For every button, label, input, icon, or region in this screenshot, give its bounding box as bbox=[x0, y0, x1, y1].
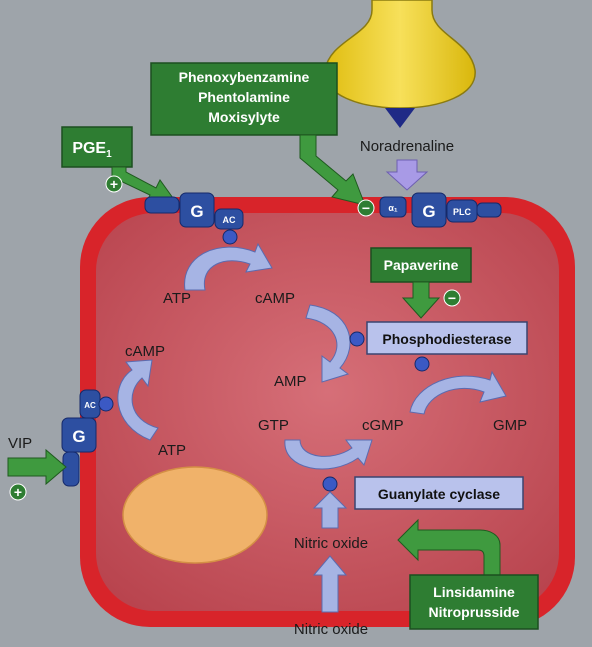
noradrenaline-arrow-icon bbox=[385, 159, 429, 191]
no-donor-box bbox=[409, 574, 539, 630]
camp-label-left: cAMP bbox=[125, 343, 165, 360]
drug-nitroprusside: Nitroprusside bbox=[428, 604, 519, 620]
cgmp-label: cGMP bbox=[362, 417, 404, 434]
no-to-gc-arrow-icon bbox=[312, 491, 348, 529]
adenylate-cyclase-top bbox=[214, 208, 244, 230]
alpha-blocker-box bbox=[150, 62, 338, 136]
papaverine-label: Papaverine bbox=[384, 257, 459, 273]
papaverine-arrow-icon bbox=[401, 281, 441, 319]
svg-text:+: + bbox=[14, 484, 22, 500]
nerve-terminal bbox=[324, 0, 476, 109]
release-arrow-icon bbox=[385, 108, 415, 128]
phosphodiesterase-label: Phosphodiesterase bbox=[382, 331, 511, 347]
plus-sign-vip-icon bbox=[9, 483, 27, 501]
atp-to-camp-arrow-icon bbox=[184, 242, 273, 291]
camp-label-top: cAMP bbox=[255, 290, 295, 307]
papaverine-box bbox=[370, 247, 472, 283]
membrane-anchor bbox=[476, 202, 502, 218]
g-protein-vip bbox=[61, 417, 97, 453]
svg-text:PLC: PLC bbox=[453, 207, 472, 217]
ac-catalytic-dot bbox=[222, 229, 238, 245]
pde-dot-2 bbox=[414, 356, 430, 372]
cgmp-to-gmp-arrow-icon bbox=[409, 370, 507, 415]
pge1-box bbox=[61, 126, 133, 168]
camp-to-amp-arrow-icon bbox=[305, 304, 351, 383]
drug-phenoxybenzamine: Phenoxybenzamine bbox=[179, 69, 310, 85]
alpha-blocker-arrow-icon bbox=[299, 134, 366, 206]
vip-label: VIP bbox=[8, 435, 32, 452]
no-donor-arrow-icon bbox=[397, 518, 501, 576]
plus-sign-icon bbox=[105, 175, 123, 193]
vip-arrow-icon bbox=[7, 448, 67, 486]
guanylate-cyclase-label: Guanylate cyclase bbox=[378, 486, 500, 502]
svg-text:G: G bbox=[72, 427, 85, 446]
svg-text:α₁: α₁ bbox=[388, 203, 398, 213]
minus-sign-papaverine-icon bbox=[443, 289, 461, 307]
gtp-label: GTP bbox=[258, 417, 289, 434]
vip-receptor bbox=[62, 451, 80, 487]
svg-text:G: G bbox=[190, 202, 203, 221]
ac-left-dot bbox=[98, 396, 114, 412]
drug-phentolamine: Phentolamine bbox=[198, 89, 290, 105]
gmp-label: GMP bbox=[493, 417, 527, 434]
pge-receptor bbox=[144, 196, 180, 214]
g-protein-pge bbox=[179, 192, 215, 228]
svg-text:AC: AC bbox=[84, 401, 96, 410]
svg-text:−: − bbox=[448, 290, 456, 306]
nucleus bbox=[122, 466, 268, 564]
noradrenaline-label: Noradrenaline bbox=[360, 138, 454, 155]
alpha1-receptor bbox=[379, 196, 407, 218]
atp-label-top: ATP bbox=[163, 290, 191, 307]
phosphodiesterase-box bbox=[366, 321, 528, 355]
no-entry-arrow-icon bbox=[312, 555, 348, 613]
amp-label: AMP bbox=[274, 373, 307, 390]
pde-dot-1 bbox=[349, 331, 365, 347]
svg-text:+: + bbox=[110, 176, 118, 192]
svg-text:−: − bbox=[362, 200, 370, 216]
minus-sign-icon bbox=[357, 199, 375, 217]
drug-moxisylyte: Moxisylyte bbox=[208, 109, 280, 125]
drug-linsidamine: Linsidamine bbox=[433, 584, 515, 600]
gtp-to-cgmp-arrow-icon bbox=[284, 439, 373, 470]
pge1-arrow-icon bbox=[111, 166, 180, 206]
guanylate-cyclase-box bbox=[354, 476, 524, 510]
g-protein-alpha bbox=[411, 192, 447, 228]
gc-dot bbox=[322, 476, 338, 492]
pge1-label: PGE1 bbox=[72, 140, 112, 160]
nitric-oxide-inside-label: Nitric oxide bbox=[294, 535, 368, 552]
atp-to-camp-left-arrow-icon bbox=[117, 359, 159, 441]
atp-label-left: ATP bbox=[158, 442, 186, 459]
nitric-oxide-outside-label: Nitric oxide bbox=[294, 621, 368, 638]
svg-text:G: G bbox=[422, 202, 435, 221]
svg-text:AC: AC bbox=[223, 215, 236, 225]
